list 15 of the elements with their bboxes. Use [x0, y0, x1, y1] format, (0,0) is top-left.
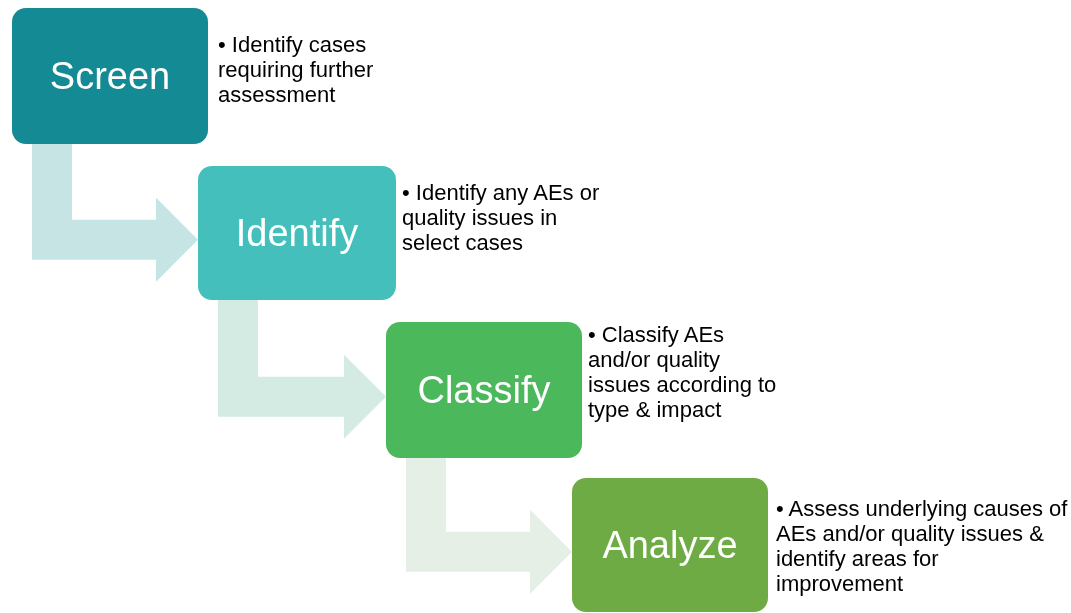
- step-title: Analyze: [602, 523, 738, 567]
- step-box: [198, 166, 396, 300]
- bullet-text: • Identify any AEs or quality issues in select cases: [402, 180, 601, 255]
- step-title: Classify: [417, 368, 551, 412]
- bent-arrow: [32, 144, 198, 282]
- step-title: Identify: [235, 211, 359, 255]
- bullet-text: • Identify cases requiring further assessment: [218, 32, 375, 107]
- step-box: [12, 8, 208, 144]
- step-box: [386, 322, 582, 458]
- step-box: [572, 478, 768, 612]
- bullet-text: • Classify AEs and/or quality issues according to type & impact: [588, 322, 778, 422]
- step-title: Screen: [49, 54, 171, 98]
- bent-arrow: [218, 300, 386, 439]
- bullet-text: • Assess underlying causes of AEs and/or quality issues & identify areas for improvement: [776, 496, 1069, 596]
- bent-arrow: [406, 458, 572, 594]
